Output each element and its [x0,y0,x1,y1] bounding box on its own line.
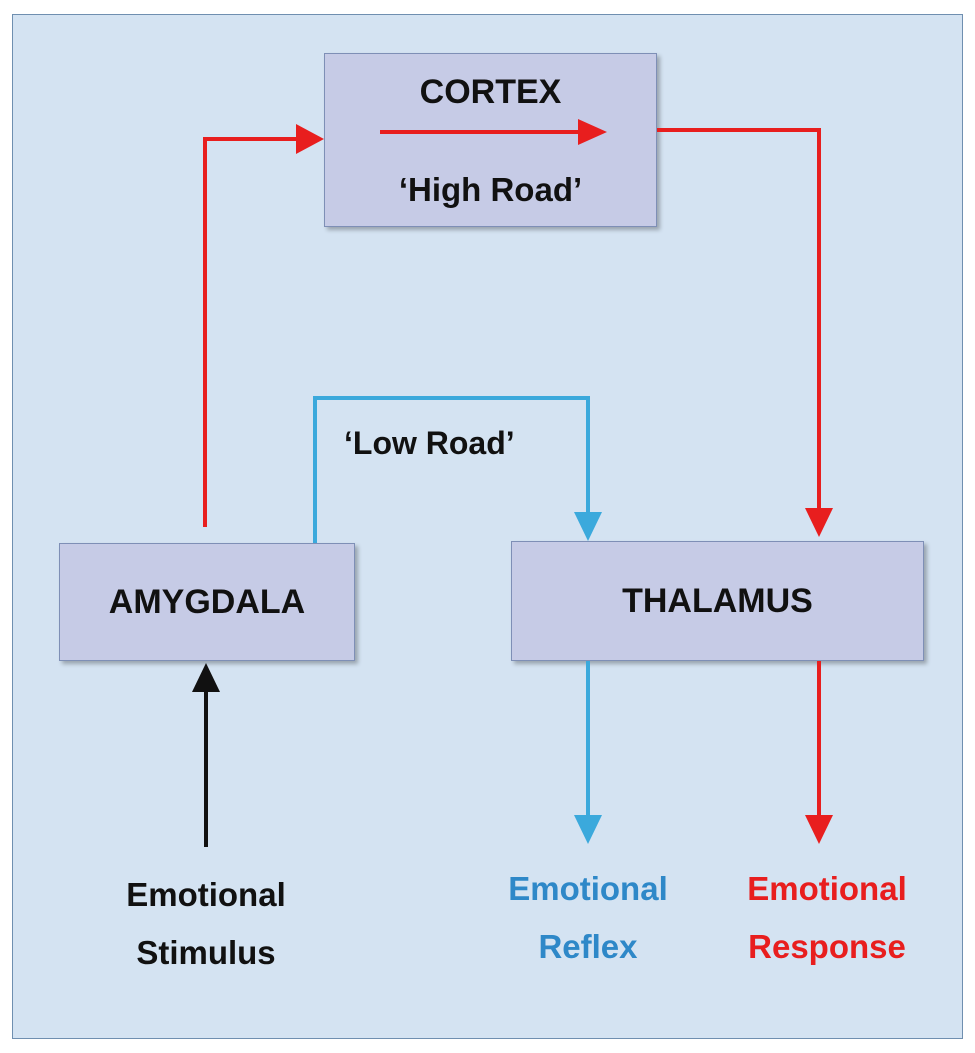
high-road-arrowhead-into-cortex [296,124,324,154]
response-line2: Response [748,928,906,965]
emotional-response-label: Emotional Response [700,860,954,976]
cortex-box: CORTEX ‘High Road’ [324,53,657,227]
response-arrowhead [805,815,833,844]
reflex-arrowhead [574,815,602,844]
amygdala-box: AMYGDALA [59,543,355,661]
high-road-arrowhead-into-thalamus [805,508,833,537]
emotional-reflex-label: Emotional Reflex [470,860,706,976]
response-line1: Emotional [747,870,907,907]
amygdala-label: AMYGDALA [108,583,306,621]
reflex-line2: Reflex [538,928,638,965]
low-road-label: ‘Low Road’ [344,425,515,461]
high-road-path-up [203,137,302,527]
high-road-label: ‘High Road’ [398,171,583,208]
thalamus-label: THALAMUS [622,582,813,620]
cortex-inner-arrowhead [578,119,607,145]
low-road-arrowhead [574,512,602,541]
cortex-label: CORTEX [419,73,562,111]
low-road-path [313,396,590,543]
stimulus-line2: Stimulus [136,934,276,971]
emotional-stimulus-label: Emotional Stimulus [86,866,326,982]
thalamus-box: THALAMUS [511,541,924,661]
stimulus-line1: Emotional [126,876,286,913]
high-road-path-down [657,128,821,512]
reflex-line1: Emotional [508,870,668,907]
stimulus-arrowhead [192,663,220,692]
